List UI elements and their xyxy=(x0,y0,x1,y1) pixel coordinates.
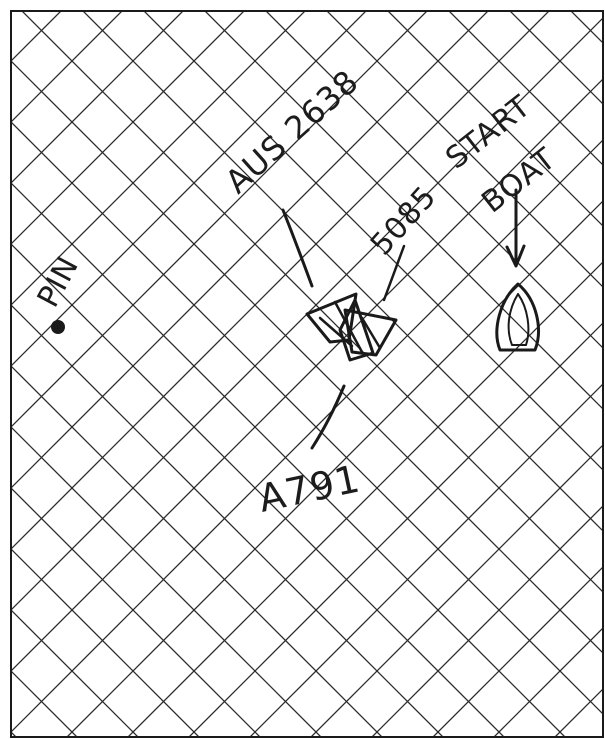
pin-marker xyxy=(51,320,65,334)
